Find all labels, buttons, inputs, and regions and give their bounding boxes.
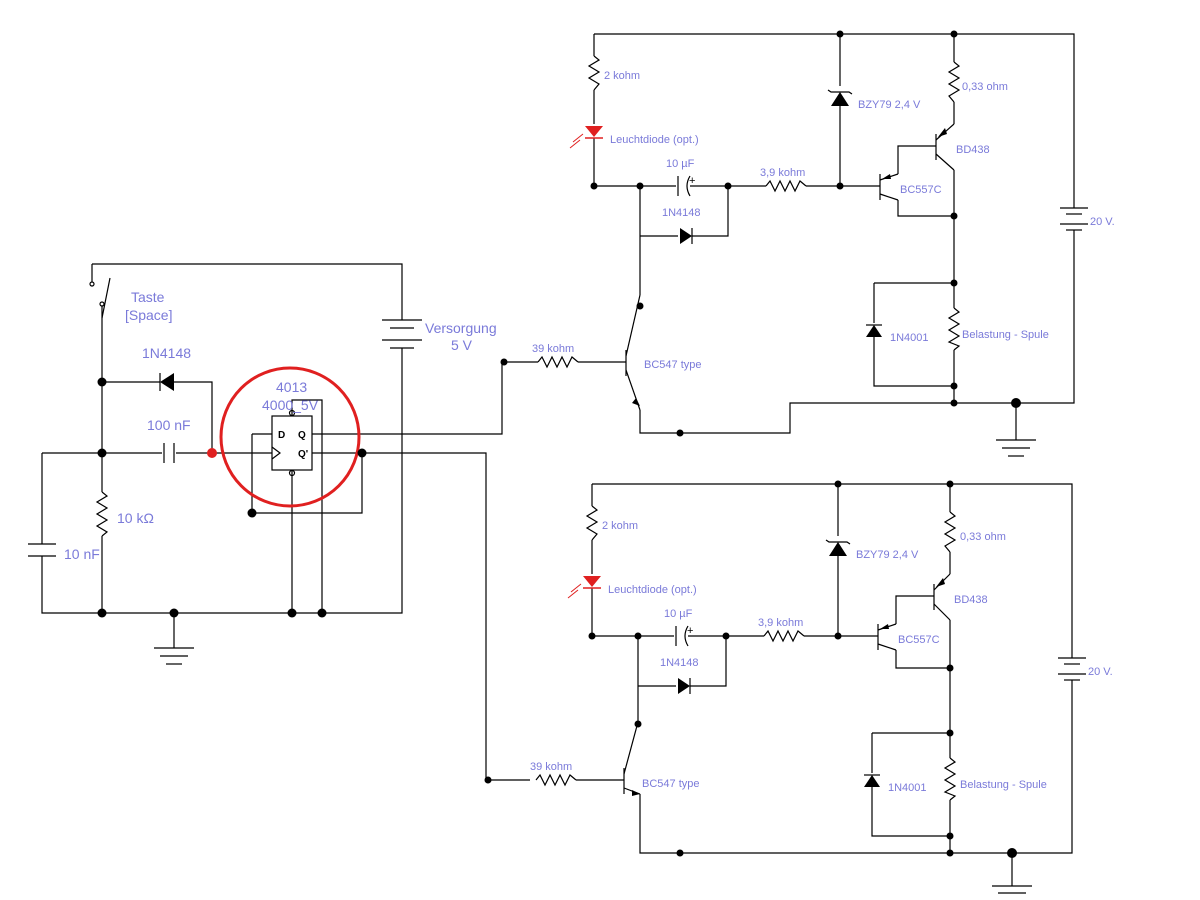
top-diode-1n4001 (866, 324, 882, 337)
bottom-bc547-label: BC547 type (642, 778, 699, 790)
top-transistor-bc557c (879, 173, 899, 201)
top-zener (827, 89, 853, 106)
bottom-r-base-label: 3,9 kohm (758, 617, 803, 629)
top-r-led-label: 2 kohm (604, 70, 640, 82)
top-transistor-bd438 (935, 123, 955, 171)
supply-battery-5v (382, 319, 422, 349)
bottom-cap-label: 10 µF (664, 608, 693, 620)
top-flyback-label: 1N4001 (890, 332, 929, 344)
bottom-transistor-bc547 (623, 721, 641, 796)
diode-1n4148-left (159, 373, 174, 391)
bottom-diode-1n4001 (864, 774, 880, 787)
top-capacitor-10uf (677, 175, 691, 197)
top-led (569, 126, 603, 149)
ic-label-2: 4000_5V (262, 397, 319, 413)
bottom-capacitor-10uf (675, 625, 689, 647)
bottom-flyback-label: 1N4001 (888, 782, 927, 794)
ic-label-1: 4013 (276, 379, 307, 395)
top-cap-plus: + (689, 175, 695, 187)
top-battery-20v (1060, 207, 1088, 231)
top-transistor-bc547 (625, 294, 641, 411)
bottom-diode-1n4148 (678, 678, 691, 694)
top-load-label: Belastung - Spule (962, 329, 1049, 341)
bottom-cap-plus: + (687, 625, 693, 637)
top-diode-1n4148 (680, 228, 693, 244)
bottom-r-shunt-label: 0,33 ohm (960, 531, 1006, 543)
pin-q: Q (298, 430, 306, 441)
bottom-battery-20v (1058, 657, 1086, 681)
switch-label-1: Taste (131, 289, 165, 305)
pin-d: D (278, 430, 285, 441)
bottom-bc557c-label: BC557C (898, 634, 940, 646)
trigger-circuit: Taste [Space] 1N4148 100 nF 10 kΩ 10 nF (28, 263, 538, 784)
top-cap-label: 10 µF (666, 158, 695, 170)
top-bd438-label: BD438 (956, 144, 990, 156)
top-r-shunt-label: 0,33 ohm (962, 81, 1008, 93)
top-zener-label: BZY79 2,4 V (858, 99, 921, 111)
resistor-10k (95, 491, 109, 537)
bottom-led-label: Leuchtdiode (opt.) (608, 584, 697, 596)
ground-symbol-left (154, 647, 194, 665)
top-bc557c-label: BC557C (900, 184, 942, 196)
supply-label-2: 5 V (451, 337, 473, 353)
capacitor-10nf-label: 10 nF (64, 546, 100, 562)
bottom-r-led-label: 2 kohm (602, 520, 638, 532)
bottom-bd438-label: BD438 (954, 594, 988, 606)
diode-label: 1N4148 (142, 345, 191, 361)
top-battery-label: 20 V. (1090, 216, 1115, 228)
bottom-transistor-bc557c (877, 623, 897, 651)
driver-stage-bottom: 2 kohm Leuchtdiode (opt.) 10 µF + 1N4148… (530, 480, 1113, 894)
bottom-transistor-bd438 (933, 573, 951, 621)
bottom-r-in-label: 39 kohm (530, 761, 572, 773)
driver-stage-top: 2 kohm Leuchtdiode (opt.) 10 µF + 1N4148… (532, 30, 1115, 457)
capacitor-100nf (163, 443, 175, 463)
bottom-ground (992, 885, 1032, 894)
top-led-label: Leuchtdiode (opt.) (610, 134, 699, 146)
red-junction (207, 448, 217, 458)
top-diode-label: 1N4148 (662, 207, 701, 219)
pin-qn: Q' (298, 449, 308, 460)
bottom-zener (825, 539, 851, 556)
switch-label-2: [Space] (125, 307, 172, 323)
pushbutton-switch[interactable] (89, 277, 111, 319)
top-r-base-label: 3,9 kohm (760, 167, 805, 179)
bottom-zener-label: BZY79 2,4 V (856, 549, 919, 561)
bottom-diode-label: 1N4148 (660, 657, 699, 669)
bottom-battery-label: 20 V. (1088, 666, 1113, 678)
capacitor-10nf (28, 543, 56, 557)
supply-label-1: Versorgung (425, 320, 497, 336)
top-bc547-label: BC547 type (644, 359, 701, 371)
flip-flop-4013[interactable] (271, 409, 313, 477)
capacitor-100nf-label: 100 nF (147, 417, 191, 433)
resistor-10k-label: 10 kΩ (117, 510, 154, 526)
top-ground (996, 439, 1036, 457)
bottom-led (567, 576, 601, 599)
highlight-circle (219, 366, 361, 508)
bottom-load-label: Belastung - Spule (960, 779, 1047, 791)
top-r-in-label: 39 kohm (532, 343, 574, 355)
